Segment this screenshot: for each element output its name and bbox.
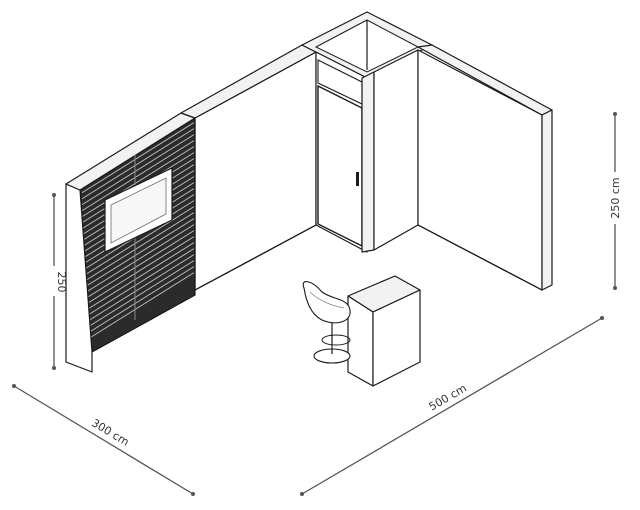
slat-wall [65,112,196,373]
cabin-side-face [373,49,419,251]
slat-line [81,128,195,200]
slat-line [81,248,195,320]
back-right-wall [417,44,553,291]
slat-line [81,254,195,326]
height-left-label: 250 [55,272,68,293]
stool-seat-inner [309,291,345,309]
slat-line [81,212,195,284]
slat-line [81,230,195,302]
floor-edge-left [194,224,317,291]
door-handle-icon [356,172,359,186]
dimension-right-height: 250 cm [608,112,622,290]
dimension-left-height: 250 [47,193,68,370]
desk-side [372,289,421,387]
stool-seat [302,281,351,324]
slat-line [81,140,195,212]
slat-line [81,224,195,296]
slat-line [81,236,195,308]
desk-front [347,295,374,387]
cabin-corner-post [361,71,375,253]
slat-line [81,206,195,278]
footrest-ring [321,334,351,346]
counter-desk [347,275,421,387]
slat-line [81,272,195,344]
back-right-wall-face [417,49,543,291]
slat-line [81,218,195,290]
slat-line [81,266,195,338]
slat-line [81,260,195,332]
slat-line [81,146,195,218]
bar-stool [302,281,351,364]
dimension-left-width: 300 cm [12,384,195,496]
back-right-wall-end [541,109,553,291]
slat-line [81,122,195,194]
slat-line [81,242,195,314]
back-left-wall [180,44,317,291]
dimension-right-width: 500 cm [300,316,604,496]
window-inner [110,177,167,244]
floor-edge-right [417,224,543,291]
storage-cabin [301,11,433,253]
slat-line [81,134,195,206]
height-right-label: 250 cm [609,177,622,218]
floor-edges [194,224,543,291]
back-left-wall-face [194,51,317,291]
cabin-door [317,84,363,248]
